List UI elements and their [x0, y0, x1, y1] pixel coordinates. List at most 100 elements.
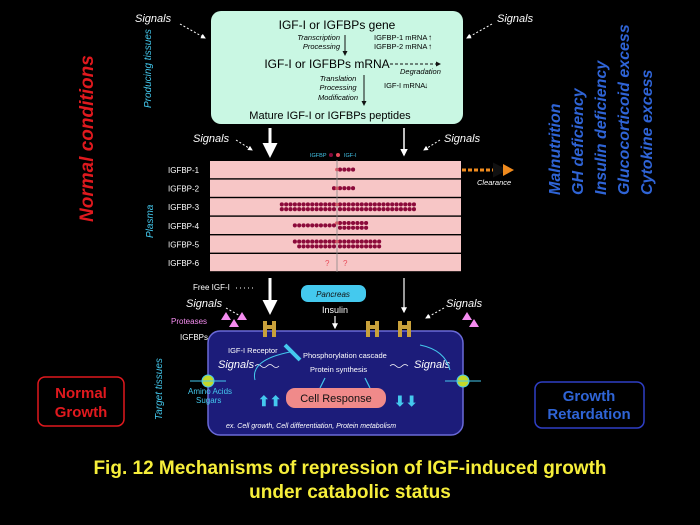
signals-mid-left-arrow: [235, 139, 253, 151]
translation-label: Translation: [320, 74, 357, 83]
igfbp-bead: [390, 202, 395, 207]
igfbp-bead: [359, 239, 364, 244]
igfbp-bead: [318, 244, 324, 249]
receptor-1: [263, 321, 276, 337]
igfbp-bead: [297, 244, 302, 249]
igfbp-bead: [377, 239, 382, 244]
igfbp-bead: [342, 167, 347, 172]
igfbp-bead: [359, 207, 364, 212]
igfbp-bead: [368, 202, 373, 207]
igfbp-bead: [323, 202, 328, 207]
igfbp-bead: [323, 207, 328, 212]
plasma-row-band: [210, 254, 461, 272]
igfbp-bead: [355, 207, 360, 212]
igfbp-bead: [342, 220, 347, 226]
igfbp-bead: [331, 223, 337, 228]
igfbp-bead: [390, 207, 395, 212]
igfbp-bead: [331, 202, 337, 207]
figure-caption-line2: under catabolic status: [249, 482, 451, 503]
signals-low-right-arrow: [425, 307, 445, 319]
igfbp-bead: [394, 207, 399, 212]
signals-mid-right: Signals: [444, 133, 481, 145]
igfbp-bead: [346, 239, 351, 244]
igfbp-bead: [301, 239, 306, 244]
igfbp-bead: [323, 223, 328, 228]
igfbp-bead: [337, 220, 343, 226]
igfbp-bead: [364, 239, 369, 244]
condition-label: GH deficiency: [570, 87, 587, 195]
mrna-title: IGF-I or IGFBPs mRNA: [264, 57, 389, 71]
igfbp-bead: [310, 239, 315, 244]
igfbp-bead: [314, 202, 319, 207]
igfbp-bead: [403, 207, 408, 212]
igfbp-bead: [279, 202, 284, 207]
down-arrows: ⬇⬇: [394, 393, 417, 409]
igfbp-bead: [368, 207, 373, 212]
igfbp-bead: [284, 202, 289, 207]
receptor-2: [366, 321, 379, 337]
igf1-mrna-label: IGF-I mRNA: [384, 81, 425, 90]
igfbp-bead: [342, 225, 347, 230]
normal-growth-box: [37, 376, 125, 427]
cell-response-label: Cell Response: [300, 393, 372, 405]
igfbp-bead: [372, 202, 377, 207]
plasma-row-label: IGFBP-3: [168, 203, 200, 212]
signals-mid-right-arrow: [423, 139, 441, 151]
phospho-arc-right: [419, 344, 451, 371]
igfbps-label: IGFBPs: [180, 333, 208, 342]
phospho-label: Phosphorylation cascade: [303, 351, 387, 360]
igfbp-bead: [331, 239, 337, 244]
igfbp-bead: [292, 223, 297, 228]
normal-conditions-label: Normal conditions: [77, 55, 98, 222]
igfbp-bead: [351, 225, 356, 230]
igfbp-bead: [385, 202, 390, 207]
modification-label: Modification: [318, 93, 358, 102]
igfbp-bead: [342, 202, 347, 207]
igfbp-bead: [331, 207, 337, 212]
igfbp-bead: [355, 225, 360, 230]
igfbp-bead: [364, 244, 369, 249]
igfbp-bead: [368, 244, 373, 249]
igfbp-bead: [351, 202, 356, 207]
plasma-rows: IGFBP-1IGFBP-2IGFBP-3IGFBP-4IGFBP-5IGFBP…: [163, 161, 461, 272]
igfbp-bead: [297, 202, 302, 207]
igfbp-bead: [314, 244, 319, 249]
signals-top-right-arrow: [466, 23, 493, 39]
igfbp-bead: [305, 223, 310, 228]
igfbp-bead: [337, 239, 343, 244]
igfbp-bead: [359, 225, 364, 230]
igfbp-bead: [297, 207, 302, 212]
igfbp-bead: [342, 239, 347, 244]
igfbp-bead: [346, 186, 351, 191]
normal-growth-line1: Normal: [55, 385, 107, 402]
igfbp-bead: [398, 207, 403, 212]
igfbp-bead: [310, 244, 315, 249]
plasma-row-label-cell: [163, 198, 209, 216]
protease-marker-1: [221, 312, 231, 320]
cascade-arrow-1: [319, 377, 326, 389]
igfbp-bead: [381, 202, 386, 207]
igfbp-bead: [359, 220, 364, 226]
igfbp-bead: [342, 244, 347, 249]
igfbp-bead: [351, 244, 356, 249]
igfbp-bead: [346, 167, 351, 172]
igfbp-bead: [355, 244, 360, 249]
protease-marker-3: [237, 312, 247, 320]
igfbp-bead: [351, 186, 356, 191]
protease-marker-5: [469, 319, 479, 327]
receptor-3: [398, 321, 411, 337]
igfbp-bead: [337, 186, 343, 191]
condition-label: Glucocorticoid excess: [616, 24, 633, 195]
igfbp-bead: [346, 202, 351, 207]
igfbp-bead: [327, 207, 332, 212]
igfbp-bead: [305, 244, 310, 249]
degradation-label: Degradation: [400, 67, 441, 76]
signals-mid-left: Signals: [193, 133, 230, 145]
unknown-marker: ?: [343, 259, 348, 268]
plasma-row-label-cell: [163, 216, 209, 234]
igfbp-bead: [364, 207, 369, 212]
plasma-label: Plasma: [145, 204, 156, 238]
igfbp-bead: [346, 244, 351, 249]
pancreas-label: Pancreas: [316, 290, 350, 299]
igfbp-bead: [411, 202, 417, 207]
